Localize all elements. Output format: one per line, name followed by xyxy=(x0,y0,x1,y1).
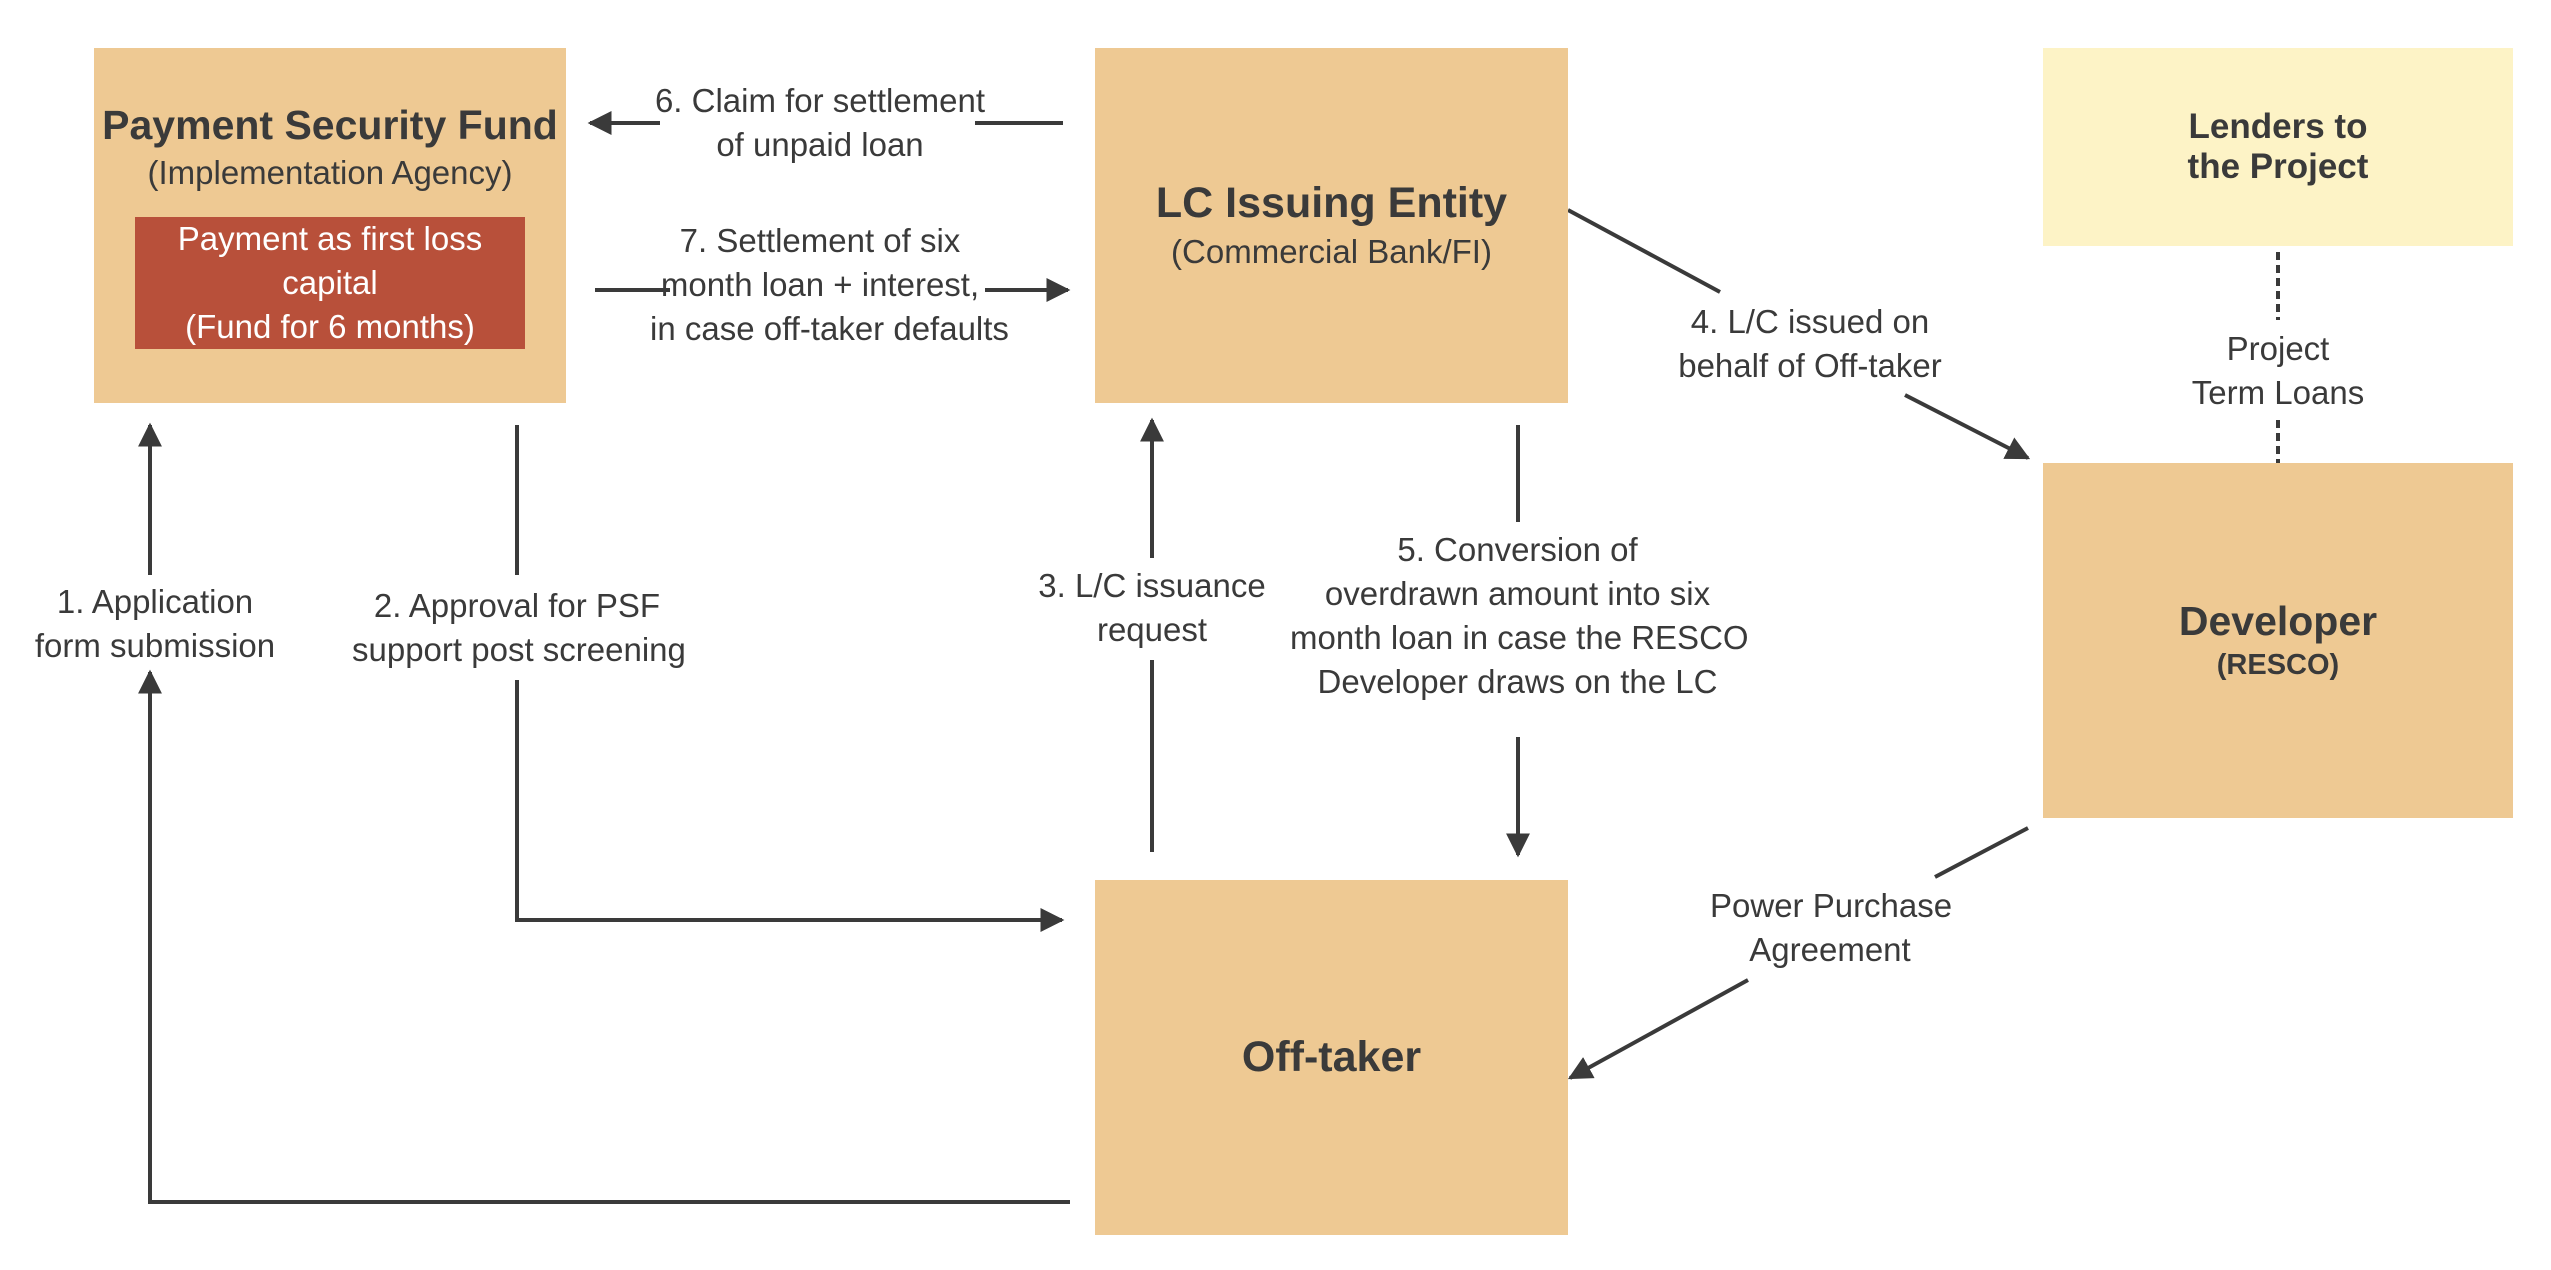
label-approval-line1: 2. Approval for PSF xyxy=(373,587,661,624)
off-taker-box: Off-taker xyxy=(1095,880,1568,1235)
label-claim-line1: 6. Claim for settlement xyxy=(654,82,986,119)
label-claim-line2: of unpaid loan xyxy=(716,126,924,163)
label-settlement: 7. Settlement of six month loan + intere… xyxy=(650,219,1009,351)
label-conversion-line4: Developer draws on the LC xyxy=(1317,663,1718,700)
label-conversion-line3: month loan in case the RESCO xyxy=(1290,619,1749,656)
lc-entity-title: LC Issuing Entity xyxy=(1155,178,1508,227)
label-settlement-line1: 7. Settlement of six xyxy=(679,222,961,259)
label-lc-request-line2: request xyxy=(1096,611,1208,648)
label-lc-issued: 4. L/C issued on behalf of Off-taker xyxy=(1660,300,1960,388)
label-approval: 2. Approval for PSF support post screeni… xyxy=(352,584,686,672)
arrow-approval xyxy=(515,680,1065,932)
arrow-application xyxy=(138,669,1070,1204)
psf-title: Payment Security Fund xyxy=(102,102,558,148)
label-lc-issued-line2: behalf of Off-taker xyxy=(1678,347,1942,384)
arrow-lc-issued xyxy=(1904,393,2031,460)
lc-entity-subtitle: (Commercial Bank/FI) xyxy=(1171,233,1492,271)
first-loss-capital-box: Payment as first loss capital (Fund for … xyxy=(135,216,525,349)
label-ppa-line1: Power Purchase xyxy=(1710,887,1953,924)
lc-issuing-entity-box: LC Issuing Entity (Commercial Bank/FI) xyxy=(1095,48,1568,403)
label-lc-request: 3. L/C issuance request xyxy=(1032,564,1272,652)
lenders-box: Lenders to the Project xyxy=(2043,48,2513,246)
label-lc-request-line1: 3. L/C issuance xyxy=(1038,567,1266,604)
lenders-line2: the Project xyxy=(2187,147,2369,186)
developer-subtitle: (RESCO) xyxy=(2216,649,2340,682)
developer-title: Developer xyxy=(2178,598,2378,645)
label-ppa: Power Purchase Agreement xyxy=(1710,884,1953,972)
first-loss-capital-line2: (Fund for 6 months) xyxy=(185,307,475,345)
lenders-line1: Lenders to xyxy=(2188,106,2368,146)
label-application: 1. Application form submission xyxy=(20,580,290,668)
label-settlement-line3: in case off-taker defaults xyxy=(650,310,1009,347)
label-conversion-line2: overdrawn amount into six xyxy=(1324,575,1711,612)
label-conversion: 5. Conversion of overdrawn amount into s… xyxy=(1290,528,1749,704)
label-term-loans-line2: Term Loans xyxy=(2191,374,2365,411)
label-ppa-line2: Agreement xyxy=(1749,931,1911,968)
psf-subtitle: (Implementation Agency) xyxy=(147,154,513,192)
label-approval-line2: support post screening xyxy=(352,631,686,668)
first-loss-capital-line1: Payment as first loss capital xyxy=(177,219,483,301)
arrow-lc-issued-top xyxy=(1567,208,1721,294)
label-settlement-line2: month loan + interest, xyxy=(660,266,980,303)
label-claim: 6. Claim for settlement of unpaid loan xyxy=(650,79,990,167)
developer-box: Developer (RESCO) xyxy=(2043,463,2513,818)
label-application-line1: 1. Application xyxy=(56,583,254,620)
arrow-ppa xyxy=(1567,978,1749,1080)
label-lc-issued-line1: 4. L/C issued on xyxy=(1690,303,1930,340)
off-taker-title: Off-taker xyxy=(1241,1032,1422,1081)
label-application-line2: form submission xyxy=(34,627,276,664)
arrow-ppa-top xyxy=(1934,826,2029,879)
label-term-loans-line1: Project xyxy=(2226,330,2330,367)
payment-security-fund-box: Payment Security Fund (Implementation Ag… xyxy=(94,48,566,403)
label-conversion-line1: 5. Conversion of xyxy=(1397,531,1638,568)
label-term-loans: Project Term Loans xyxy=(2163,327,2393,415)
